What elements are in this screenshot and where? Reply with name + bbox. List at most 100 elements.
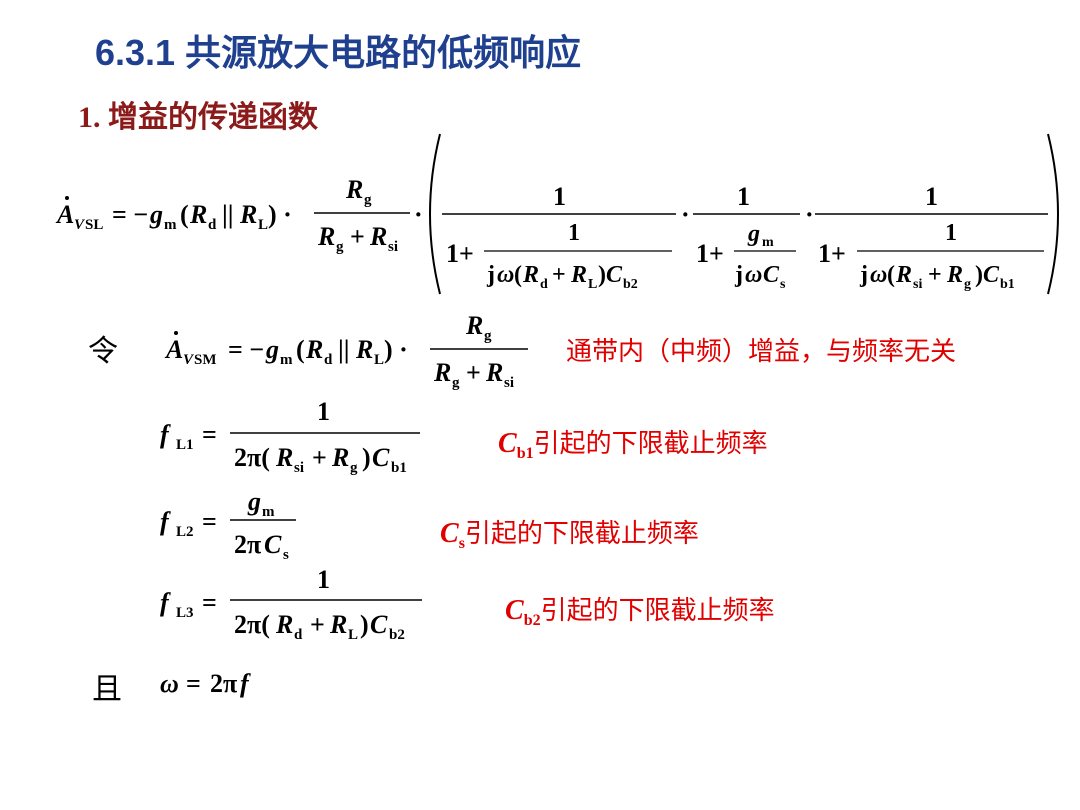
- svg-text:(: (: [180, 200, 189, 229]
- svg-text:+: +: [350, 222, 365, 251]
- fl1-text: 引起的下限截止频率: [533, 429, 768, 459]
- svg-text:m: m: [164, 217, 177, 233]
- svg-text:si: si: [913, 277, 922, 292]
- svg-text:si: si: [388, 239, 398, 255]
- svg-text:R: R: [433, 358, 451, 387]
- svg-text:m: m: [262, 504, 275, 520]
- svg-text:f: f: [160, 588, 171, 617]
- svg-text:R: R: [189, 200, 207, 229]
- svg-text:g: g: [149, 200, 163, 229]
- svg-text:R: R: [570, 262, 587, 288]
- svg-text:d: d: [208, 217, 217, 233]
- svg-text:L2: L2: [176, 524, 194, 540]
- svg-text:ω: ω: [745, 262, 762, 288]
- svg-text:ω: ω: [160, 669, 179, 698]
- svg-text:1: 1: [925, 182, 938, 211]
- svg-text:R: R: [305, 335, 323, 364]
- svg-text:L: L: [258, 217, 268, 233]
- svg-text:=: =: [202, 420, 217, 449]
- svg-text:2π: 2π: [234, 530, 261, 559]
- svg-text:): ): [362, 443, 371, 472]
- svg-text:A: A: [55, 200, 74, 229]
- svg-text:1: 1: [317, 397, 330, 426]
- svg-text:L: L: [374, 352, 384, 368]
- section-heading: 1. 增益的传递函数: [78, 101, 318, 134]
- svg-text:R: R: [345, 175, 363, 204]
- midband-note: 通带内（中频）增益，与频率无关: [566, 337, 957, 367]
- svg-text:1: 1: [737, 182, 750, 211]
- svg-text:R: R: [329, 610, 347, 639]
- svg-text:(: (: [296, 335, 305, 364]
- svg-text:g: g: [265, 335, 279, 364]
- svg-text:+: +: [310, 610, 325, 639]
- page-title: 6.3.1 共源放大电路的低频响应: [95, 32, 582, 73]
- svg-text:R: R: [317, 222, 335, 251]
- svg-text:=: =: [186, 669, 201, 698]
- svg-text:f: f: [240, 669, 251, 698]
- svg-text:SL: SL: [85, 217, 103, 233]
- svg-text:R: R: [275, 610, 293, 639]
- svg-text:·: ·: [414, 200, 423, 229]
- svg-text:d: d: [324, 352, 333, 368]
- svg-text:1+: 1+: [446, 239, 474, 268]
- svg-text:g: g: [747, 221, 760, 247]
- svg-text:ω: ω: [497, 262, 514, 288]
- svg-text:C: C: [264, 530, 282, 559]
- svg-text:j: j: [734, 262, 743, 288]
- omega-equation: ω = 2π f: [160, 669, 251, 698]
- fl1-note: Cb1引起的下限截止频率: [498, 423, 768, 463]
- svg-text:(: (: [514, 262, 522, 288]
- svg-text:s: s: [780, 277, 786, 292]
- svg-text:R: R: [239, 200, 257, 229]
- svg-text:g: g: [336, 239, 344, 255]
- svg-text:g: g: [247, 487, 261, 516]
- svg-text:2π: 2π: [210, 669, 237, 698]
- midband-gain-equation: A V SM = − g m ( R d || R L ) · R g R g …: [164, 311, 528, 391]
- svg-text:L: L: [588, 277, 597, 292]
- svg-text:·: ·: [805, 200, 814, 229]
- fl3-text: 引起的下限截止频率: [540, 596, 775, 626]
- svg-text:SM: SM: [194, 352, 217, 368]
- fl1-subscript: b1: [516, 445, 534, 463]
- svg-text:L1: L1: [176, 437, 194, 453]
- svg-text:1: 1: [945, 220, 957, 246]
- svg-text:C: C: [763, 262, 780, 288]
- fl3-symbol: C: [505, 595, 524, 626]
- svg-text:R: R: [485, 358, 503, 387]
- svg-text:f: f: [160, 420, 171, 449]
- svg-text:R: R: [355, 335, 373, 364]
- svg-text:+: +: [312, 443, 327, 472]
- svg-text:si: si: [294, 460, 304, 476]
- svg-text:V: V: [74, 217, 86, 233]
- svg-text:g: g: [350, 460, 358, 476]
- svg-text:= −: = −: [112, 200, 148, 229]
- svg-text:+: +: [552, 262, 566, 288]
- svg-text:=: =: [202, 507, 217, 536]
- fl1-symbol: C: [498, 428, 517, 459]
- svg-text:j: j: [859, 262, 868, 288]
- svg-text:d: d: [294, 627, 303, 643]
- fl2-equation: f L2 = g m 2π C s: [160, 487, 296, 563]
- svg-text:m: m: [762, 235, 774, 250]
- svg-text:R: R: [275, 443, 293, 472]
- svg-text:1+: 1+: [818, 239, 846, 268]
- svg-text:b1: b1: [1000, 277, 1015, 292]
- svg-text:2π(: 2π(: [234, 610, 270, 639]
- svg-text:R: R: [895, 262, 912, 288]
- svg-text:) ·: ) ·: [384, 335, 408, 364]
- svg-text:ω: ω: [870, 262, 887, 288]
- svg-text:1+: 1+: [696, 239, 724, 268]
- svg-text:||: ||: [338, 335, 349, 364]
- svg-text:C: C: [983, 262, 1000, 288]
- svg-text:R: R: [369, 222, 387, 251]
- transfer-function-equation: A V SL = − g m ( R d || R L ) · R g R g …: [55, 133, 1059, 295]
- let-marker: 令: [88, 334, 118, 369]
- svg-text:b2: b2: [623, 277, 638, 292]
- svg-text:A: A: [164, 335, 183, 364]
- fl3-equation: f L3 = 1 2π( R d + R L ) C b2: [160, 565, 422, 643]
- svg-text:b2: b2: [389, 627, 405, 643]
- svg-text:): ): [598, 262, 606, 288]
- fl2-symbol: C: [440, 518, 459, 549]
- svg-text:g: g: [364, 192, 372, 208]
